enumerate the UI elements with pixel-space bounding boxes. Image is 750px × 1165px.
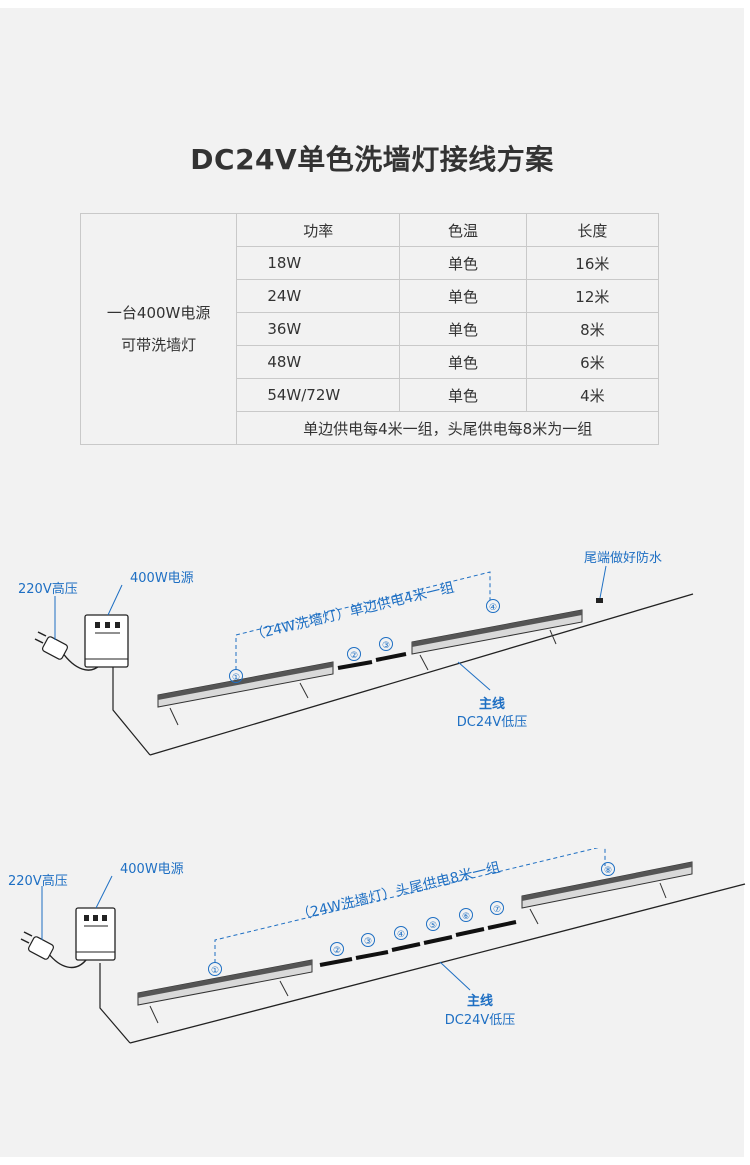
plug-icon (34, 631, 69, 660)
mainline-voltage-label: DC24V低压 (457, 715, 528, 730)
marker-3: ③ (382, 641, 390, 651)
diagram-2-wiring (20, 848, 746, 1044)
wash-lamp-4 (411, 609, 583, 671)
cell-power: 24W (236, 279, 401, 313)
psu-label: 400W电源 (120, 862, 184, 877)
waterproof-label: 尾端做好防水 (584, 550, 662, 566)
marker-1: ① (232, 673, 240, 683)
psu-box-icon (75, 907, 116, 961)
waterproof-cap (596, 598, 603, 603)
group-bracket (235, 571, 491, 670)
header-length: 长度 (525, 213, 660, 247)
mainline-voltage-label: DC24V低压 (445, 1013, 516, 1028)
table-row: 54W/72W 单色 4米 (81, 378, 660, 412)
marker-2: ② (333, 946, 341, 956)
header-power: 功率 (236, 213, 401, 247)
psu-output-cable (99, 963, 131, 1044)
main-cable (149, 593, 694, 756)
hidden-lamp-3 (375, 652, 407, 662)
wash-lamp-1 (137, 959, 313, 1024)
marker-4: ④ (397, 930, 405, 940)
psu-label-leader (107, 584, 123, 616)
marker-7: ⑦ (493, 905, 501, 915)
plug-icon (20, 931, 55, 960)
cell-color: 单色 (399, 279, 527, 313)
main-cable (129, 883, 746, 1044)
table-row: 18W 单色 16米 (81, 246, 660, 280)
hidden-lamps-2-7 (319, 920, 517, 967)
power-supply-line-2: 可带洗墙灯 (121, 336, 197, 354)
page-title: DC24V单色洗墙灯接线方案 (190, 143, 554, 176)
spec-table: 一台400W电源 可带洗墙灯 功率 色温 长度 18W 单色 16米 24W 单… (79, 213, 660, 445)
cell-power: 48W (236, 345, 401, 379)
cell-power: 54W/72W (236, 378, 401, 412)
mainline-label-leader (439, 961, 471, 991)
power-supply-cell: 一台400W电源 可带洗墙灯 (79, 213, 238, 445)
mainline-label: 主线 (479, 696, 505, 712)
wiring-diagram-single-feed: ① ② ③ ④ 220V高压 400W电源 尾端做好防水 （24W洗墙灯）单边供… (18, 550, 694, 756)
wash-lamp-1 (157, 661, 334, 726)
marker-2: ② (350, 651, 358, 661)
header-color-temp: 色温 (399, 213, 527, 247)
marker-5: ⑤ (429, 921, 437, 931)
marker-circles (208, 862, 615, 976)
marker-3: ③ (364, 937, 372, 947)
ac-cable (47, 952, 87, 969)
marker-8: ⑧ (604, 866, 612, 876)
group-bracket (214, 848, 606, 963)
cell-color: 单色 (399, 246, 527, 280)
psu-output-cable (112, 660, 151, 756)
table-row: 48W 单色 6米 (81, 345, 660, 379)
psu-label-leader (95, 875, 113, 909)
cell-color: 单色 (399, 312, 527, 346)
cell-length: 4米 (525, 378, 660, 412)
cell-color: 单色 (399, 345, 527, 379)
mainline-label-leader (457, 661, 491, 691)
table-row: 36W 单色 8米 (81, 312, 660, 346)
table-header-row: 一台400W电源 可带洗墙灯 功率 色温 长度 (79, 213, 660, 445)
cell-length: 12米 (525, 279, 660, 313)
psu-box-icon (84, 614, 129, 668)
cell-power: 36W (236, 312, 401, 346)
table-footer-row: 单边供电每4米一组，头尾供电每8米为一组 (81, 411, 659, 445)
wiring-diagram-double-feed: ① ② ③ ④ ⑤ ⑥ ⑦ ⑧ 220V高压 400W电源 （24W洗墙灯）头尾… (8, 848, 746, 1044)
cell-color: 单色 (399, 378, 527, 412)
mainline-label: 主线 (467, 993, 493, 1009)
psu-label: 400W电源 (130, 571, 194, 586)
table-footer-note: 单边供电每4米一组，头尾供电每8米为一组 (236, 411, 659, 445)
marker-4: ④ (489, 603, 497, 613)
cell-length: 6米 (525, 345, 660, 379)
group-label: （24W洗墙灯）单边供电4米一组 (249, 580, 456, 644)
marker-1: ① (211, 966, 219, 976)
power-supply-line-1: 一台400W电源 (106, 304, 211, 322)
wash-lamp-8 (521, 861, 693, 925)
ac-voltage-label: 220V高压 (8, 873, 68, 889)
marker-circles (229, 599, 500, 683)
cell-length: 8米 (525, 312, 660, 346)
cell-power: 18W (236, 246, 401, 280)
ac-voltage-label: 220V高压 (18, 581, 78, 597)
diagram-1-wiring (34, 565, 694, 756)
marker-6: ⑥ (462, 912, 470, 922)
group-label: （24W洗墙灯）头尾供电8米一组 (295, 860, 502, 924)
hidden-lamp-2 (337, 660, 373, 670)
content-background (0, 8, 744, 1157)
waterproof-label-leader (599, 565, 607, 599)
cell-length: 16米 (525, 246, 660, 280)
